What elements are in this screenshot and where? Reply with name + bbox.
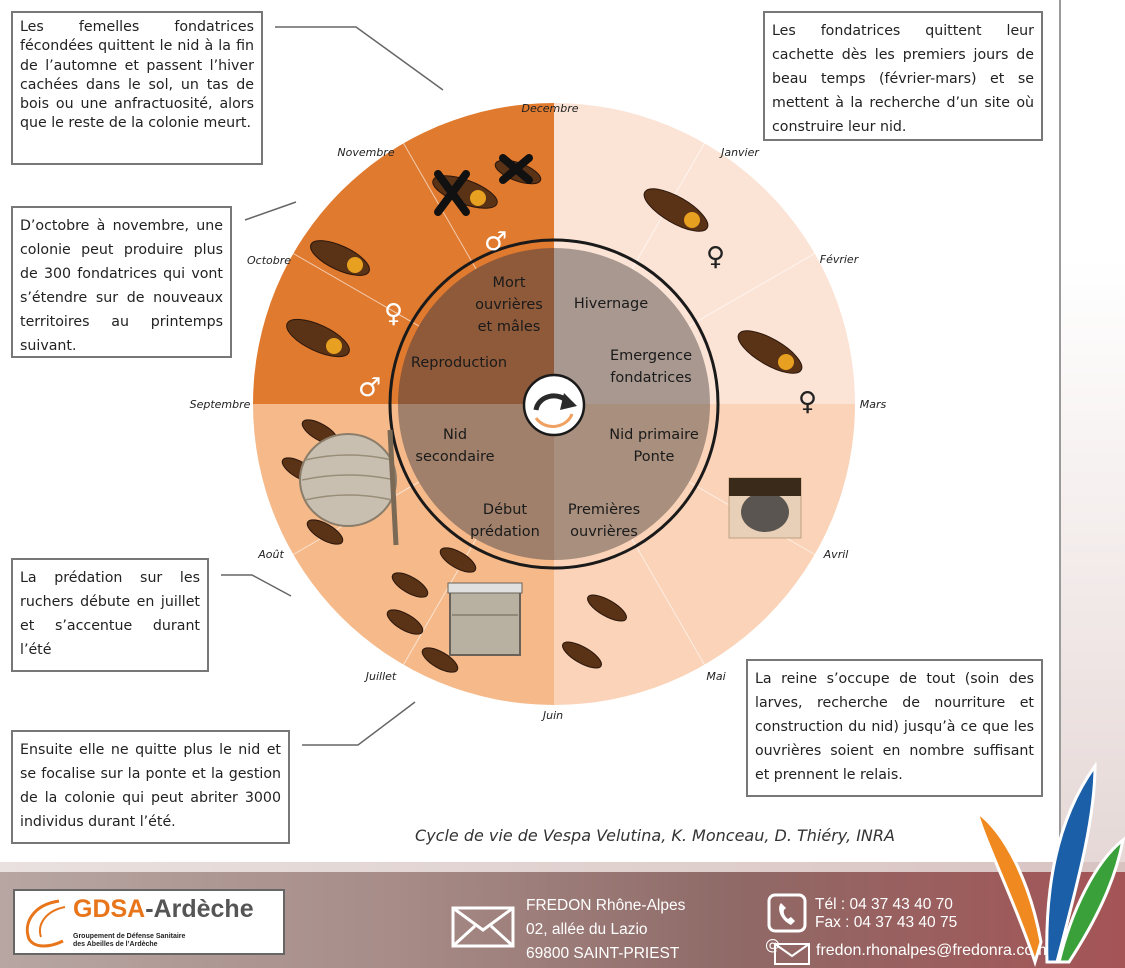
center-arrowhead	[560, 393, 577, 410]
month-label: Août	[257, 548, 284, 561]
gdsa-logo: GDSA-Ardèche Groupement de Défense Sanit…	[13, 889, 285, 955]
month-label: Novembre	[337, 146, 394, 159]
footer-address: FREDON Rhône-Alpes 02, allée du Lazio 69…	[526, 894, 685, 966]
callout-lower-left: La prédation sur les ruchers débute en j…	[11, 558, 209, 672]
svg-text:@: @	[765, 936, 780, 954]
phase-mort: ouvrières	[475, 297, 543, 313]
gdsa-logo-subtitle: Groupement de Défense Sanitaire des Abei…	[73, 933, 185, 949]
callout-text: Les fondatrices quittent leur cachette d…	[772, 23, 1034, 135]
page-border-line	[1059, 0, 1061, 862]
phone-number: Tél : 04 37 43 40 70	[815, 896, 953, 913]
beehive-icon	[449, 584, 521, 656]
gdsa-logo-title: GDSA-Ardèche	[73, 895, 254, 924]
phase-nid-primaire: Ponte	[634, 449, 675, 465]
phone-icon	[767, 893, 807, 933]
address-line: FREDON Rhône-Alpes	[526, 897, 686, 914]
inner-quadrant-summer	[398, 404, 554, 560]
phase-hivernage: Hivernage	[574, 296, 648, 312]
callout-bottom-right: La reine s’occupe de tout (soin des larv…	[746, 659, 1043, 797]
inner-ring	[388, 238, 720, 570]
footer-band	[0, 862, 1125, 874]
footer-phone: Tél : 04 37 43 40 70 Fax : 04 37 43 40 7…	[815, 896, 957, 932]
gdsa-swoosh-icon	[26, 899, 66, 948]
envelope-icon	[451, 906, 515, 948]
fax-number: Fax : 04 37 43 40 75	[815, 914, 958, 931]
month-label: Decembre	[521, 102, 578, 115]
phase-nid-secondaire: secondaire	[415, 449, 494, 465]
gdsa-logo-subtitle-line: des Abeilles de l’Ardèche	[73, 941, 158, 948]
gdsa-logo-word: GDSA	[73, 895, 146, 923]
male-symbol-sep: ♂	[358, 373, 381, 403]
figure-caption: Cycle de vie de Vespa Velutina, K. Monce…	[415, 826, 895, 845]
beehive-roof	[447, 582, 523, 594]
callout-leaders	[221, 26, 444, 746]
callout-text: La reine s’occupe de tout (soin des larv…	[755, 671, 1034, 783]
phase-premieres-ouvrieres: Premières	[568, 502, 640, 518]
month-label: Juin	[541, 709, 563, 722]
male-symbol-nov: ♂	[484, 227, 507, 257]
month-label: Avril	[823, 548, 849, 561]
callout-top-right: Les fondatrices quittent leur cachette d…	[763, 11, 1043, 141]
callout-top-left: Les femelles fondatrices fécondées quitt…	[11, 11, 263, 165]
fredon-leaf-logo	[975, 762, 1125, 967]
callout-text: Ensuite elle ne quitte plus le nid et se…	[20, 742, 281, 830]
callout-bottom-left: Ensuite elle ne quitte plus le nid et se…	[11, 730, 290, 844]
phase-mort: Mort	[492, 275, 525, 291]
callout-text: D’octobre à novembre, une colonie peut p…	[20, 218, 223, 354]
phase-reproduction: Reproduction	[411, 355, 507, 371]
nest-branch	[387, 429, 399, 546]
female-symbol-mar: ♀	[798, 387, 817, 417]
gdsa-logo-region: -Ardèche	[145, 895, 254, 923]
secondary-nest-icon	[299, 433, 397, 527]
life-cycle-diagram: ♂ ♀ ♂ ♀ ♀ Decembre Janvier Février Mars …	[190, 26, 887, 746]
month-label: Janvier	[719, 146, 760, 159]
phase-debut-predation: prédation	[470, 524, 540, 540]
month-label: Février	[820, 253, 860, 266]
phase-emergence: fondatrices	[610, 370, 691, 386]
month-label: Juillet	[364, 670, 397, 683]
phase-premieres-ouvrieres: ouvrières	[570, 524, 638, 540]
inner-quadrant-autumn	[398, 248, 554, 404]
month-label: Septembre	[190, 398, 251, 411]
primary-nest-icon	[741, 492, 789, 532]
callout-text: La prédation sur les ruchers débute en j…	[20, 570, 200, 658]
female-symbol-oct: ♀	[384, 299, 403, 329]
callout-text: Les femelles fondatrices fécondées quitt…	[20, 19, 254, 132]
inner-quadrant-spring	[554, 404, 710, 560]
nest-support	[729, 478, 801, 496]
phase-emergence: Emergence	[610, 348, 692, 364]
address-line: 02, allée du Lazio	[526, 921, 648, 938]
center-cycle-arc	[534, 413, 574, 428]
inner-quadrant-winter	[554, 248, 710, 404]
death-cross-icons	[434, 154, 533, 216]
address-line: 69800 SAINT-PRIEST	[526, 945, 680, 962]
female-symbol-jan: ♀	[706, 242, 725, 272]
email-icon: @	[765, 936, 810, 965]
month-label: Octobre	[247, 254, 291, 267]
month-label: Mars	[860, 398, 887, 411]
phase-debut-predation: Début	[483, 502, 527, 518]
gdsa-logo-subtitle-line: Groupement de Défense Sanitaire	[73, 933, 186, 940]
hornet-stripes	[326, 190, 794, 370]
phase-nid-secondaire: Nid	[443, 427, 467, 443]
footer-email: fredon.rhonalpes@fredonra.com	[816, 942, 1047, 959]
right-margin-shade	[1061, 0, 1125, 862]
phase-mort: et mâles	[478, 319, 541, 335]
month-label: Mai	[706, 670, 725, 683]
callout-mid-left: D’octobre à novembre, une colonie peut p…	[11, 206, 232, 358]
phase-nid-primaire: Nid primaire	[609, 427, 699, 443]
nest-texture	[301, 454, 396, 501]
